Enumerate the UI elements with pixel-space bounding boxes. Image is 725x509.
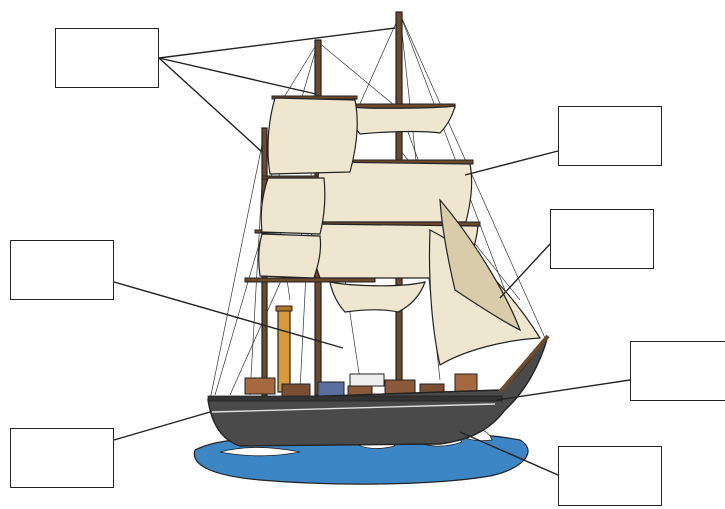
- label-box-left-bottom[interactable]: [10, 428, 114, 488]
- label-box-right-mid[interactable]: [550, 209, 654, 269]
- label-box-top-left[interactable]: [55, 28, 159, 88]
- funnel: [276, 306, 292, 392]
- label-box-right-lower[interactable]: [630, 341, 725, 401]
- label-box-left-mid[interactable]: [10, 240, 114, 300]
- label-box-right-bottom[interactable]: [558, 446, 662, 506]
- label-box-right-upper[interactable]: [558, 106, 662, 166]
